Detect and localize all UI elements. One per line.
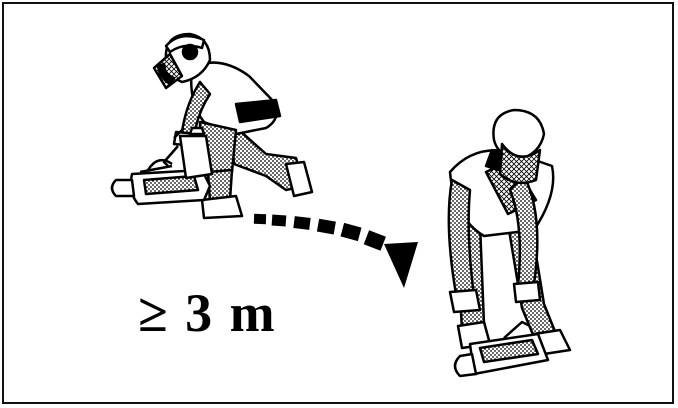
safety-illustration (4, 4, 676, 406)
direction-arrow-icon (254, 214, 418, 288)
starting-worker-icon (449, 110, 570, 354)
illustration-frame: ≥ 3 m (2, 2, 674, 404)
minimum-distance-label: ≥ 3 m (138, 286, 277, 340)
fuel-can-icon (164, 128, 212, 178)
